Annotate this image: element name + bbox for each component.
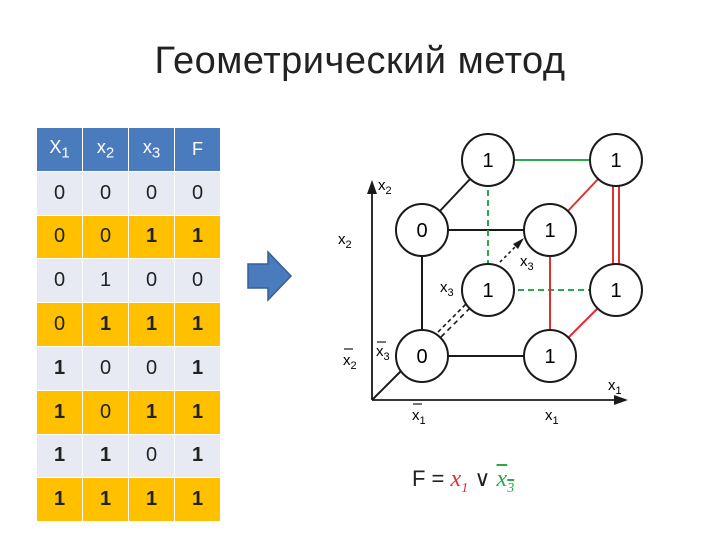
svg-text:x2: x2 xyxy=(378,177,392,197)
svg-text:1: 1 xyxy=(482,150,493,172)
table-cell: 1 xyxy=(82,302,129,347)
page-title: Геометрический метод xyxy=(154,40,566,82)
label-x1-bar: x1 xyxy=(412,403,426,427)
table-cell: 0 xyxy=(36,214,83,260)
node-top-back-left: 1 xyxy=(461,133,515,187)
label-x1-bottom: x1 xyxy=(545,407,559,427)
boolean-cube-diagram: 1 1 0 1 1 1 0 1 x2 x2 x2 x3 x3 xyxy=(338,133,643,427)
col-header-x1: X1 xyxy=(36,127,83,172)
col-header-x2: x2 xyxy=(82,127,129,172)
table-cell: 0 xyxy=(82,170,129,216)
table-header-row: X1 x2 x3 F xyxy=(36,127,221,172)
table-cell: 0 xyxy=(82,389,129,435)
table-cell: 1 xyxy=(36,345,83,391)
edge-bfl-bbl xyxy=(421,289,489,357)
svg-text:x1: x1 xyxy=(412,407,426,427)
table-cell: 1 xyxy=(128,477,175,523)
svg-text:x3: x3 xyxy=(376,343,390,363)
col-header-f: F xyxy=(174,127,221,172)
col-header-x3: x3 xyxy=(128,127,175,172)
table-cell: 1 xyxy=(128,302,175,347)
table-cell: 1 xyxy=(174,302,221,347)
label-x3-bar: x3 xyxy=(376,341,390,363)
formula-x3-bar: x3 xyxy=(496,466,515,496)
table-cell: 0 xyxy=(36,170,83,216)
svg-text:1: 1 xyxy=(610,280,621,302)
table-cell: 1 xyxy=(174,345,221,391)
table-cell: 0 xyxy=(128,345,175,391)
label-x3-inner: x3 xyxy=(520,253,534,273)
svg-text:0: 0 xyxy=(416,346,427,368)
svg-text:1: 1 xyxy=(544,220,555,242)
table-cell: 0 xyxy=(82,345,129,391)
table-cell: 1 xyxy=(36,433,83,479)
formula-x1: x1 xyxy=(450,466,469,496)
label-x2-side: x2 xyxy=(338,231,352,251)
table-cell: 1 xyxy=(36,477,83,523)
label-x1-axis: x1 xyxy=(608,377,622,397)
table-cell: 0 xyxy=(128,258,175,304)
table-cell: 1 xyxy=(82,477,129,523)
svg-text:x1: x1 xyxy=(608,377,622,397)
table-cell: 1 xyxy=(128,389,175,435)
node-bottom-front-left: 0 xyxy=(395,329,449,383)
table-cell: 0 xyxy=(174,170,221,216)
table-cell: 1 xyxy=(82,433,129,479)
arrow-right-icon xyxy=(247,250,293,302)
x3-arrow-top-head xyxy=(513,238,524,249)
table-cell: 0 xyxy=(36,258,83,304)
table-cell: 1 xyxy=(36,389,83,435)
table-cell: 1 xyxy=(174,477,221,523)
svg-text:1: 1 xyxy=(610,150,621,172)
svg-text:x2: x2 xyxy=(338,231,352,251)
x1-axis-arrow xyxy=(614,395,628,405)
svg-text:1: 1 xyxy=(544,346,555,368)
table-cell: 0 xyxy=(128,433,175,479)
svg-text:x1: x1 xyxy=(545,407,559,427)
table-cell: 1 xyxy=(82,258,129,304)
x3-arrow-top xyxy=(499,241,521,263)
result-formula: F = x1 ∨ x3 xyxy=(412,466,514,497)
table-cell: 1 xyxy=(174,389,221,435)
node-top-front-left: 0 xyxy=(395,203,449,257)
label-x2-bar: x2 xyxy=(343,348,357,372)
node-bottom-back-left: 1 xyxy=(461,263,515,317)
table-cell: 1 xyxy=(174,433,221,479)
table-cell: 1 xyxy=(128,214,175,260)
label-x2-axis: x2 xyxy=(378,177,392,197)
label-x3-mid: x3 xyxy=(440,279,454,299)
svg-text:x3: x3 xyxy=(440,279,454,299)
svg-text:0: 0 xyxy=(416,220,427,242)
table-cell: 0 xyxy=(36,302,83,347)
formula-lhs: F = xyxy=(412,466,445,491)
node-bottom-back-right: 1 xyxy=(589,263,643,317)
table-cell: 0 xyxy=(82,214,129,260)
table-cell: 0 xyxy=(128,170,175,216)
svg-text:x2: x2 xyxy=(343,352,357,372)
node-top-front-right: 1 xyxy=(523,203,577,257)
table-cell: 0 xyxy=(174,258,221,304)
formula-or: ∨ xyxy=(474,466,491,491)
svg-text:1: 1 xyxy=(482,280,493,302)
svg-text:x3: x3 xyxy=(520,253,534,273)
node-bottom-front-right: 1 xyxy=(523,329,577,383)
node-top-back-right: 1 xyxy=(589,133,643,187)
table-cell: 1 xyxy=(174,214,221,260)
x2-axis-arrow xyxy=(367,180,377,194)
